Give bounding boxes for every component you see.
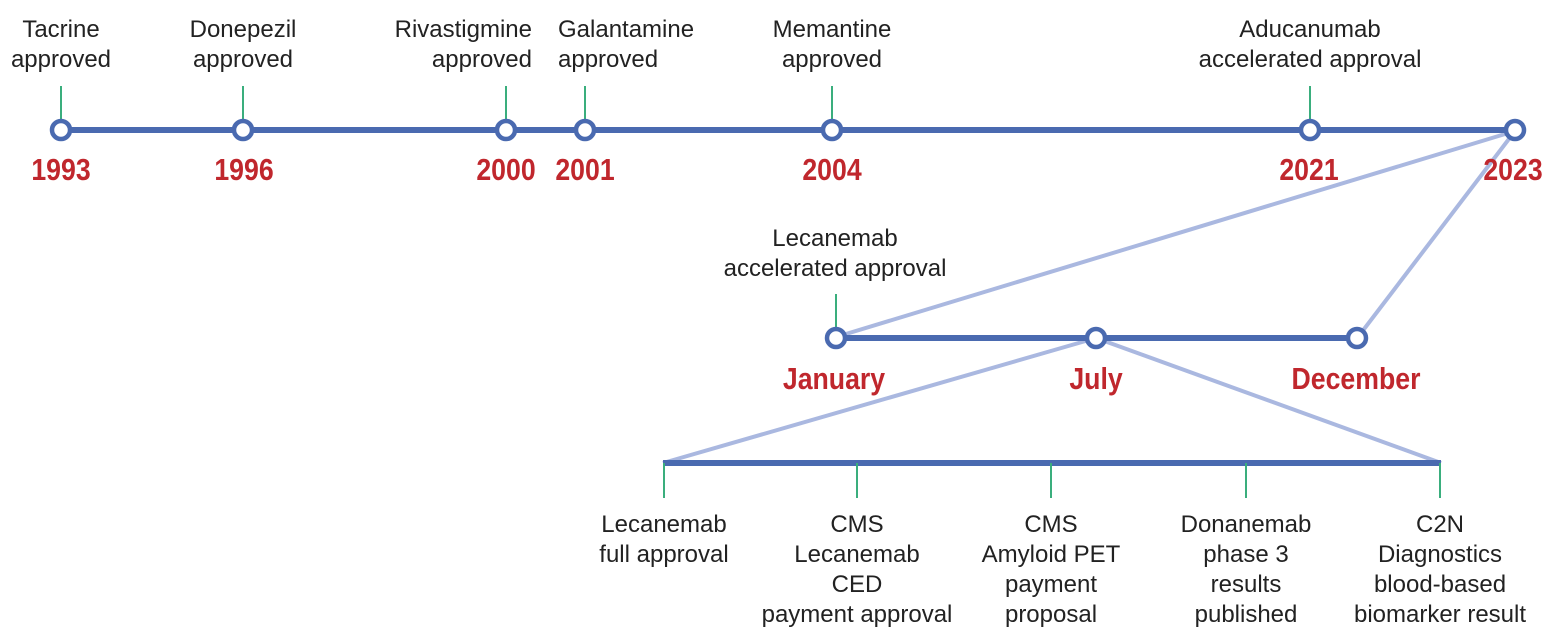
main-timeline [49,86,1527,142]
node-july [1084,326,1108,350]
node-2004 [820,118,844,142]
year-label-2000: 2000 [476,152,536,187]
event-label-c2n: C2N Diagnostics blood-based biomarker re… [1353,511,1527,628]
node-1996 [231,118,255,142]
zoom-line-2023-to-december [1356,129,1517,339]
month-label-january: January [782,361,886,396]
year-label-2004: 2004 [802,152,862,187]
event-label-tacrine: Tacrine approved [10,16,112,73]
month-label-december: December [1291,361,1421,396]
event-label-rivastigmine: Rivastigmine approved [394,16,532,73]
event-label-lecanemab-accelerated: Lecanemab accelerated approval [723,225,947,282]
event-label-memantine: Memantine approved [772,16,892,73]
node-2001 [573,118,597,142]
year-label-2001: 2001 [555,152,615,187]
event-label-aducanumab: Aducanumab accelerated approval [1198,16,1422,73]
month-label-july: July [1069,361,1123,396]
event-label-donepezil: Donepezil approved [189,16,297,73]
node-january [824,326,848,350]
node-2023 [1503,118,1527,142]
zoom-connectors [662,129,1517,465]
year-label-1996: 1996 [214,152,274,187]
event-label-cms-amyloid: CMS Amyloid PET payment proposal [981,511,1121,628]
year-label-2021: 2021 [1279,152,1339,187]
year-label-2023: 2023 [1483,152,1543,187]
july-timeline [663,460,1441,498]
year-label-1993: 1993 [31,152,91,187]
node-december [1345,326,1369,350]
event-label-donanemab: Donanemab phase 3 results published [1180,511,1312,628]
zoom-line-2023-to-january [835,129,1516,339]
event-label-galantamine: Galantamine approved [558,16,695,73]
year-2023-timeline [824,294,1369,350]
event-label-lecanemab-full: Lecanemab full approval [599,511,729,568]
node-1993 [49,118,73,142]
zoom-line-july-to-start [662,336,1097,465]
node-2021 [1298,118,1322,142]
node-2000 [494,118,518,142]
event-label-cms-lecanemab: CMS Lecanemab CED payment approval [761,511,953,628]
zoom-line-july-to-end [1095,336,1442,465]
